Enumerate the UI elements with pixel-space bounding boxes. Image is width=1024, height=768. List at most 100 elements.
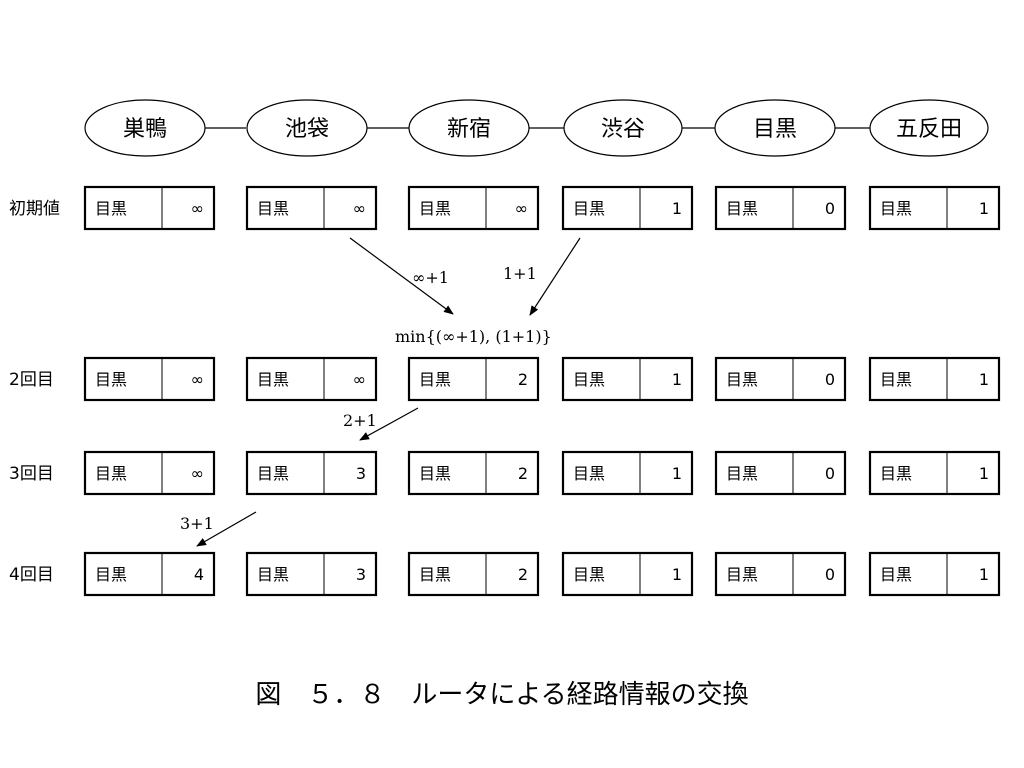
router-label: 目黒 [753, 117, 797, 142]
iteration-label: 4回目 [9, 565, 54, 585]
routing-table-entry: 目黒∞ [83, 356, 216, 402]
destination-text: 目黒 [95, 464, 127, 483]
routing-table-entry: 目黒 1 [561, 551, 694, 597]
destination-text: 目黒 [726, 370, 758, 389]
routing-table-entry: 目黒 ∞ [407, 185, 540, 231]
table-box [83, 450, 216, 496]
routing-table-entry: 目黒∞ [83, 185, 216, 231]
cost-text: 2 [518, 464, 528, 483]
cost-text: ∞ [191, 464, 204, 483]
table-box [868, 185, 1001, 231]
routing-table-entry: 目黒 1 [561, 450, 694, 496]
destination-text: 目黒 [419, 565, 451, 584]
destination-text: 目黒 [573, 464, 605, 483]
cost-text: ∞ [515, 199, 528, 218]
router-label: 池袋 [285, 117, 329, 142]
table-box [714, 551, 847, 597]
routing-table-entry: 目黒∞ [245, 185, 378, 231]
cost-text: 1 [979, 199, 989, 218]
routing-table-entry: 目黒 2 [407, 450, 540, 496]
router-node [869, 99, 989, 157]
router-node [714, 99, 836, 157]
table-box [245, 450, 378, 496]
annotation-min-expr: min{(∞+1), (1+1)} [395, 327, 552, 346]
update-arrow [349, 237, 454, 315]
destination-text: 目黒 [726, 199, 758, 218]
router-label: 渋谷 [601, 117, 645, 142]
routing-table-entry: 目黒 ∞ [83, 450, 216, 496]
table-box [407, 551, 540, 597]
table-box [245, 185, 378, 231]
destination-text: 目黒 [419, 199, 451, 218]
destination-text: 目黒 [880, 199, 912, 218]
destination-text: 目黒 [419, 370, 451, 389]
cost-text: 0 [825, 199, 835, 218]
destination-text: 目黒 [419, 464, 451, 483]
table-box [561, 450, 694, 496]
cost-text: 0 [825, 464, 835, 483]
router-node [84, 99, 206, 157]
router-node [408, 99, 530, 157]
destination-text: 目黒 [257, 565, 289, 584]
destination-text: 目黒 [573, 370, 605, 389]
annotation-inf-plus-one: ∞+1 [412, 268, 449, 287]
annotation-two-plus-one: 2+1 [343, 411, 377, 430]
routing-table-entry: 目黒 1 [561, 356, 694, 402]
cost-text: 1 [672, 565, 682, 584]
router-node [246, 99, 368, 157]
cost-text: 1 [672, 370, 682, 389]
cost-text: ∞ [191, 199, 204, 218]
update-arrow [196, 511, 257, 547]
destination-text: 目黒 [95, 565, 127, 584]
update-arrow [359, 407, 419, 441]
router-network: 巣鴨 池袋 新宿 渋谷 目黒 五反田 [84, 99, 989, 157]
iteration-label: 3回目 [9, 464, 54, 484]
annotation-one-plus-one: 1+1 [503, 264, 537, 283]
cost-text: 3 [356, 565, 366, 584]
table-box [868, 551, 1001, 597]
table-box [714, 450, 847, 496]
cost-text: 1 [979, 565, 989, 584]
destination-text: 目黒 [257, 464, 289, 483]
table-box [407, 450, 540, 496]
destination-text: 目黒 [573, 565, 605, 584]
routing-table-entry: 目黒∞ [245, 356, 378, 402]
destination-text: 目黒 [726, 464, 758, 483]
table-box [407, 185, 540, 231]
table-box [83, 551, 216, 597]
cost-text: 1 [979, 370, 989, 389]
cost-text: 2 [518, 370, 528, 389]
update-arrow [529, 237, 581, 316]
routing-table-entry: 目黒 0 [714, 450, 847, 496]
routing-table-entry: 目黒 3 [245, 551, 378, 597]
table-box [714, 185, 847, 231]
table-box [561, 356, 694, 402]
cost-text: ∞ [191, 370, 204, 389]
destination-text: 目黒 [726, 565, 758, 584]
table-box [407, 356, 540, 402]
routing-table-entry: 目黒 0 [714, 185, 847, 231]
cost-text: ∞ [353, 370, 366, 389]
cost-text: 1 [672, 464, 682, 483]
cost-text: 2 [518, 565, 528, 584]
annotation-three-plus-one: 3+1 [180, 514, 214, 533]
routing-table-entry: 目黒 2 [407, 356, 540, 402]
update-annotations: ∞+1 1+1 min{(∞+1), (1+1)} 2+1 3+1 [180, 264, 552, 533]
router-node [563, 99, 683, 157]
routing-table-entry: 目黒 1 [868, 185, 1001, 231]
router-label: 巣鴨 [123, 117, 167, 142]
router-label: 新宿 [447, 117, 491, 142]
figure-caption: 図 ５．８ ルータによる経路情報の交換 [255, 680, 748, 710]
table-box [245, 356, 378, 402]
routing-table-entry: 目黒 2 [407, 551, 540, 597]
table-box [868, 450, 1001, 496]
cost-text: 0 [825, 370, 835, 389]
routing-table-entry: 目黒 0 [714, 356, 847, 402]
